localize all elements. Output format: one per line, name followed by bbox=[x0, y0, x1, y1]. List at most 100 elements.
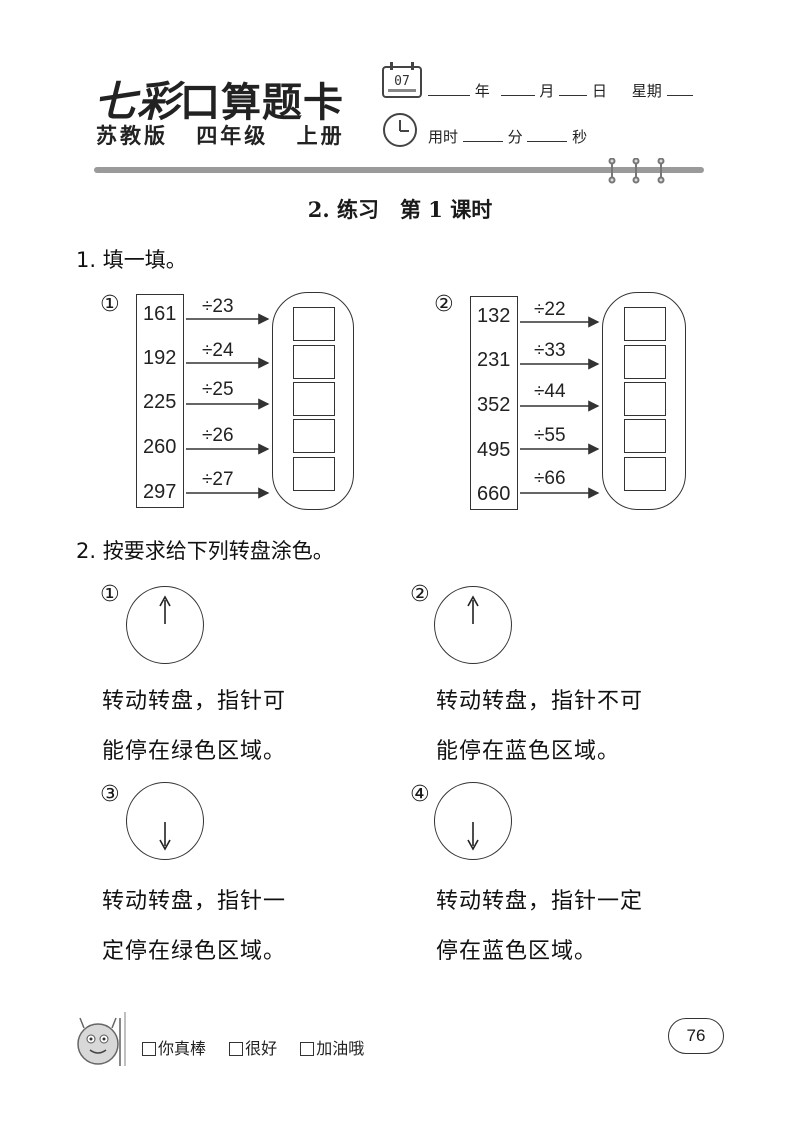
calendar-icon: 07 bbox=[382, 62, 422, 98]
minutes-label: 分 bbox=[507, 128, 523, 146]
publisher-label: 苏教版 bbox=[96, 124, 168, 148]
spinner4-text-line2: 停在蓝色区域。 bbox=[436, 939, 598, 964]
rating-option-good[interactable]: 很好 bbox=[229, 1039, 277, 1058]
spinner3-marker: ③ bbox=[100, 782, 120, 807]
group2-divisor: ÷22 bbox=[534, 299, 566, 320]
exercise2-heading: 2. 按要求给下列转盘涂色。 bbox=[76, 539, 334, 563]
date-fill-line: 年 月 日 星期 bbox=[428, 80, 693, 101]
year-label: 年 bbox=[474, 82, 490, 100]
group2-marker: ② bbox=[434, 292, 454, 317]
group2-divisor: ÷66 bbox=[534, 468, 566, 489]
header-divider bbox=[94, 167, 704, 173]
group2-number: 352 bbox=[477, 394, 511, 416]
group1-answer-box[interactable] bbox=[293, 419, 335, 453]
logo-title: 口算题卡 bbox=[180, 79, 345, 126]
page-number: 76 bbox=[668, 1018, 724, 1054]
year-blank[interactable] bbox=[428, 82, 470, 96]
month-label: 月 bbox=[539, 82, 555, 100]
group2-arrows bbox=[520, 316, 600, 499]
group1-number: 225 bbox=[143, 391, 177, 413]
lesson-title: 2. 练习 第 1 课时 bbox=[307, 197, 493, 222]
checkbox-icon bbox=[300, 1042, 315, 1056]
time-used-label: 用时 bbox=[428, 128, 459, 146]
spinner1-marker: ① bbox=[100, 582, 120, 607]
spinner4-marker: ④ bbox=[410, 782, 430, 807]
rating-option-keep-going[interactable]: 加油哦 bbox=[300, 1039, 364, 1058]
volume-label: 上册 bbox=[296, 124, 345, 148]
calendar-day: 07 bbox=[394, 74, 410, 89]
spinner1-text-line2: 能停在绿色区域。 bbox=[102, 739, 287, 764]
weekday-label: 星期 bbox=[631, 82, 662, 100]
group1-answer-box[interactable] bbox=[293, 307, 335, 341]
edition-info: 苏教版 四年级 上册 bbox=[96, 120, 363, 150]
group2-number: 660 bbox=[477, 483, 511, 505]
group2-number: 231 bbox=[477, 349, 511, 371]
group1-divisor: ÷25 bbox=[202, 379, 234, 400]
group1-divisor: ÷24 bbox=[202, 340, 234, 361]
group1-number: 192 bbox=[143, 347, 177, 369]
spinner2-marker: ② bbox=[410, 582, 430, 607]
group2-number: 495 bbox=[477, 439, 511, 461]
spinner3-text-line1: 转动转盘，指针一 bbox=[102, 889, 287, 914]
spinner2-dial[interactable] bbox=[434, 586, 512, 664]
weekday-blank[interactable] bbox=[666, 82, 693, 96]
exercise1-heading: 1. 填一填。 bbox=[76, 248, 187, 272]
grade-label: 四年级 bbox=[196, 124, 269, 148]
time-fill-line: 用时 分 秒 bbox=[428, 126, 587, 147]
spinner3-dial[interactable] bbox=[126, 782, 204, 860]
group2-answer-capsule bbox=[602, 292, 686, 510]
group1-number: 161 bbox=[143, 303, 177, 325]
arrow-down-icon bbox=[466, 821, 479, 851]
binder-pins-icon bbox=[608, 158, 665, 184]
spinner4-dial[interactable] bbox=[434, 782, 512, 860]
day-label: 日 bbox=[591, 82, 607, 100]
arrow-up-icon bbox=[158, 594, 171, 624]
clock-icon bbox=[383, 113, 417, 147]
logo-prefix: 七彩 bbox=[94, 77, 181, 126]
group1-marker: ① bbox=[100, 292, 120, 317]
group2-divisor: ÷33 bbox=[534, 340, 566, 361]
group1-divisor: ÷26 bbox=[202, 425, 234, 446]
group1-answer-box[interactable] bbox=[293, 382, 335, 416]
mascot-icon bbox=[77, 1012, 126, 1066]
rating-label: 你真棒 bbox=[158, 1039, 207, 1058]
group1-divisor: ÷23 bbox=[202, 296, 234, 317]
group2-divisor: ÷55 bbox=[534, 425, 566, 446]
group2-number: 132 bbox=[477, 305, 511, 327]
group1-divisor: ÷27 bbox=[202, 469, 234, 490]
spinner1-dial[interactable] bbox=[126, 586, 204, 664]
minutes-blank[interactable] bbox=[462, 128, 503, 142]
self-rating-options: 你真棒 很好 加油哦 bbox=[142, 1035, 382, 1059]
arrow-down-icon bbox=[158, 821, 171, 851]
month-blank[interactable] bbox=[500, 82, 535, 96]
checkbox-icon bbox=[229, 1042, 244, 1056]
day-blank[interactable] bbox=[559, 82, 588, 96]
seconds-label: 秒 bbox=[572, 128, 588, 146]
group1-number-column: 161 192 225 260 297 bbox=[136, 294, 184, 508]
rating-option-great[interactable]: 你真棒 bbox=[142, 1039, 206, 1058]
spinner2-text-line2: 能停在蓝色区域。 bbox=[436, 739, 621, 764]
arrow-up-icon bbox=[466, 594, 479, 624]
group1-operations: ÷23 ÷24 ÷25 ÷26 ÷27 bbox=[184, 294, 276, 508]
checkbox-icon bbox=[142, 1042, 156, 1056]
brand-logo: 七彩口算题卡 bbox=[94, 68, 344, 129]
group1-answer-box[interactable] bbox=[293, 345, 335, 379]
group1-answer-box[interactable] bbox=[293, 457, 335, 491]
spinner4-text-line1: 转动转盘，指针一定 bbox=[436, 889, 644, 914]
group2-answer-box[interactable] bbox=[624, 307, 666, 341]
spinner1-text-line1: 转动转盘，指针可 bbox=[102, 689, 287, 714]
group2-answer-box[interactable] bbox=[624, 419, 666, 453]
group1-number: 260 bbox=[143, 436, 177, 458]
group2-operations: ÷22 ÷33 ÷44 ÷55 ÷66 bbox=[518, 296, 606, 510]
spinner3-text-line2: 定停在绿色区域。 bbox=[102, 939, 287, 964]
spinner2-text-line1: 转动转盘，指针不可 bbox=[436, 689, 644, 714]
group2-answer-box[interactable] bbox=[624, 457, 666, 491]
group1-answer-capsule bbox=[272, 292, 354, 510]
group2-answer-box[interactable] bbox=[624, 345, 666, 379]
rating-label: 很好 bbox=[245, 1039, 278, 1058]
seconds-blank[interactable] bbox=[527, 128, 568, 142]
group2-answer-box[interactable] bbox=[624, 382, 666, 416]
group1-number: 297 bbox=[143, 481, 177, 503]
group2-number-column: 132 231 352 495 660 bbox=[470, 296, 518, 510]
group2-divisor: ÷44 bbox=[534, 381, 566, 402]
